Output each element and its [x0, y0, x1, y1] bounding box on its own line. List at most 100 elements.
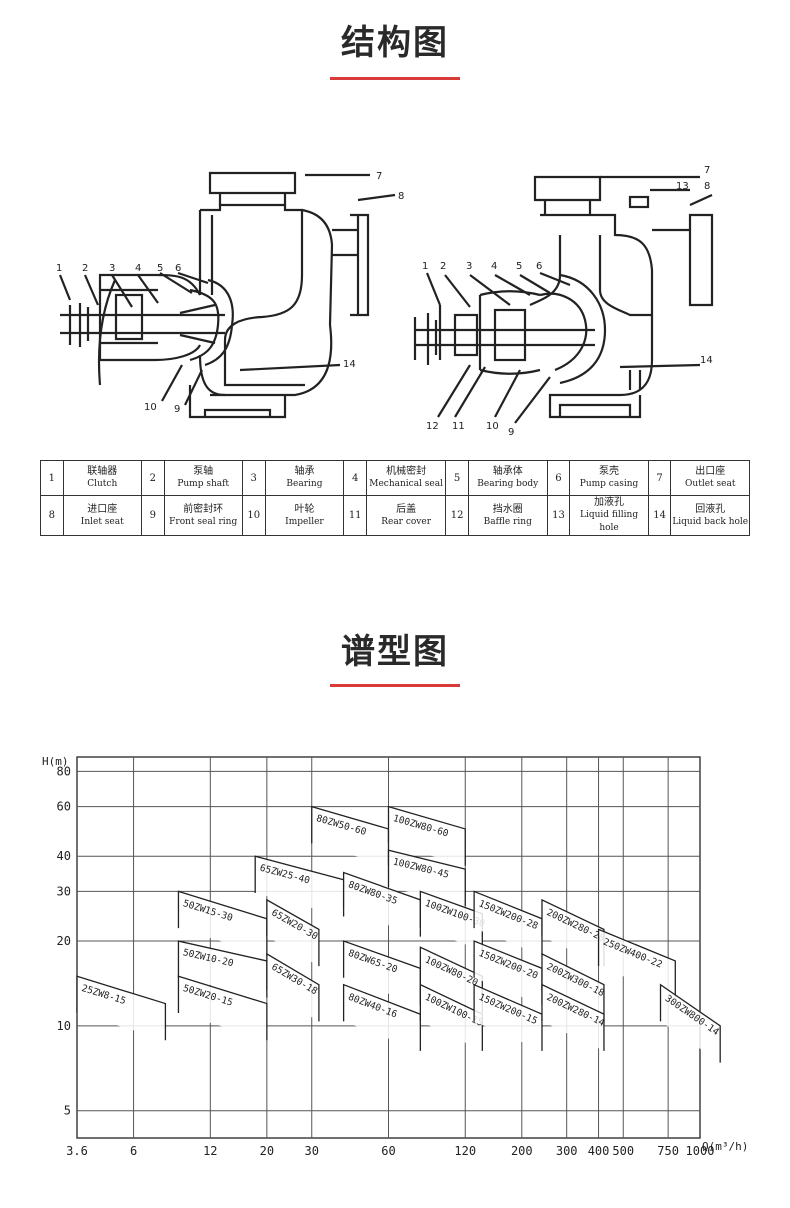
diagram-label: 5 [516, 261, 522, 272]
x-tick-label: 12 [203, 1144, 217, 1158]
part-number: 2 [141, 460, 165, 496]
spectrum-title-underline [330, 684, 460, 687]
y-tick-label: 5 [64, 1104, 71, 1118]
diagram-label: 2 [440, 261, 446, 272]
model-region [387, 849, 466, 906]
x-tick-label: 300 [556, 1144, 578, 1158]
part-number: 6 [546, 460, 571, 496]
diagram-label: 10 [144, 402, 157, 413]
model-region [76, 975, 167, 1041]
structure-title: 结构图 [341, 23, 449, 63]
x-tick-label: 400 [588, 1144, 610, 1158]
x-tick-label: 120 [454, 1144, 476, 1158]
part-number: 10 [241, 495, 266, 536]
model-region [177, 890, 268, 956]
model-region [541, 983, 605, 1051]
x-tick-label: 200 [511, 1144, 533, 1158]
diagram-label: 14 [343, 359, 356, 370]
spectrum-title: 谱型图 [341, 632, 449, 672]
part-number: 5 [445, 460, 469, 496]
diagram-label: 7 [704, 165, 710, 176]
structure-title-underline [330, 77, 460, 80]
x-tick-label: 30 [305, 1144, 319, 1158]
model-region [597, 928, 676, 998]
chart-regions: 25ZW8-1550ZW10-2050ZW15-3050ZW20-1565ZW2… [76, 805, 721, 1063]
part-number: 1 [40, 460, 64, 496]
diagram-label: 2 [82, 263, 88, 274]
model-region [473, 983, 543, 1051]
y-tick-label: 30 [57, 884, 71, 898]
diagram-label: 7 [376, 171, 382, 182]
y-axis-label: H(m) [42, 755, 69, 768]
model-region [541, 952, 605, 1022]
model-region [659, 983, 721, 1063]
diagram-label: 6 [175, 263, 181, 274]
model-region [342, 983, 422, 1051]
part-number: 4 [343, 460, 368, 496]
diagram-label: 4 [491, 261, 497, 272]
diagram-label: 8 [704, 181, 710, 192]
y-tick-label: 10 [57, 1019, 71, 1033]
x-tick-label: 60 [381, 1144, 395, 1158]
model-region [419, 890, 483, 951]
part-number: 8 [40, 495, 64, 536]
diagram-label: 3 [109, 263, 115, 274]
diagram-label: 1 [422, 261, 428, 272]
part-number: 13 [546, 495, 571, 536]
model-region [177, 975, 268, 1041]
diagram-label: 5 [157, 263, 163, 274]
part-number: 14 [647, 495, 672, 536]
x-axis-label: Q(m³/h) [702, 1140, 748, 1153]
diagram-label: 1 [56, 263, 62, 274]
x-tick-label: 750 [657, 1144, 679, 1158]
part-number: 9 [141, 495, 165, 536]
diagram-label: 10 [486, 421, 499, 432]
model-region [473, 890, 543, 956]
diagram-label: 9 [508, 427, 514, 438]
model-region [387, 805, 466, 866]
x-tick-label: 1000 [686, 1144, 715, 1158]
part-number: 7 [647, 460, 672, 496]
diagram-label: 8 [398, 191, 404, 202]
y-tick-label: 20 [57, 934, 71, 948]
model-region [311, 805, 390, 866]
diagram-label: 12 [426, 421, 439, 432]
diagram-label: 6 [536, 261, 542, 272]
model-region [266, 898, 320, 967]
y-tick-label: 40 [57, 849, 71, 863]
part-number: 12 [445, 495, 469, 536]
diagram-label: 9 [174, 404, 180, 415]
diagram-label: 3 [466, 261, 472, 272]
diagram-label: 11 [452, 421, 465, 432]
x-tick-label: 500 [612, 1144, 634, 1158]
x-tick-label: 6 [130, 1144, 137, 1158]
diagram-label: 13 [676, 181, 689, 192]
part-number: 3 [241, 460, 266, 496]
y-tick-label: 60 [57, 800, 71, 814]
model-region [419, 983, 483, 1051]
pump-structure-diagram: 1 2 3 4 5 6 7 8 14 10 9 1 2 3 4 5 6 7 13… [56, 165, 714, 438]
x-tick-label: 20 [260, 1144, 274, 1158]
diagram-label: 14 [700, 355, 713, 366]
x-tick-label: 3.6 [66, 1144, 88, 1158]
diagram-label: 4 [135, 263, 141, 274]
y-tick-label: 80 [57, 764, 71, 778]
